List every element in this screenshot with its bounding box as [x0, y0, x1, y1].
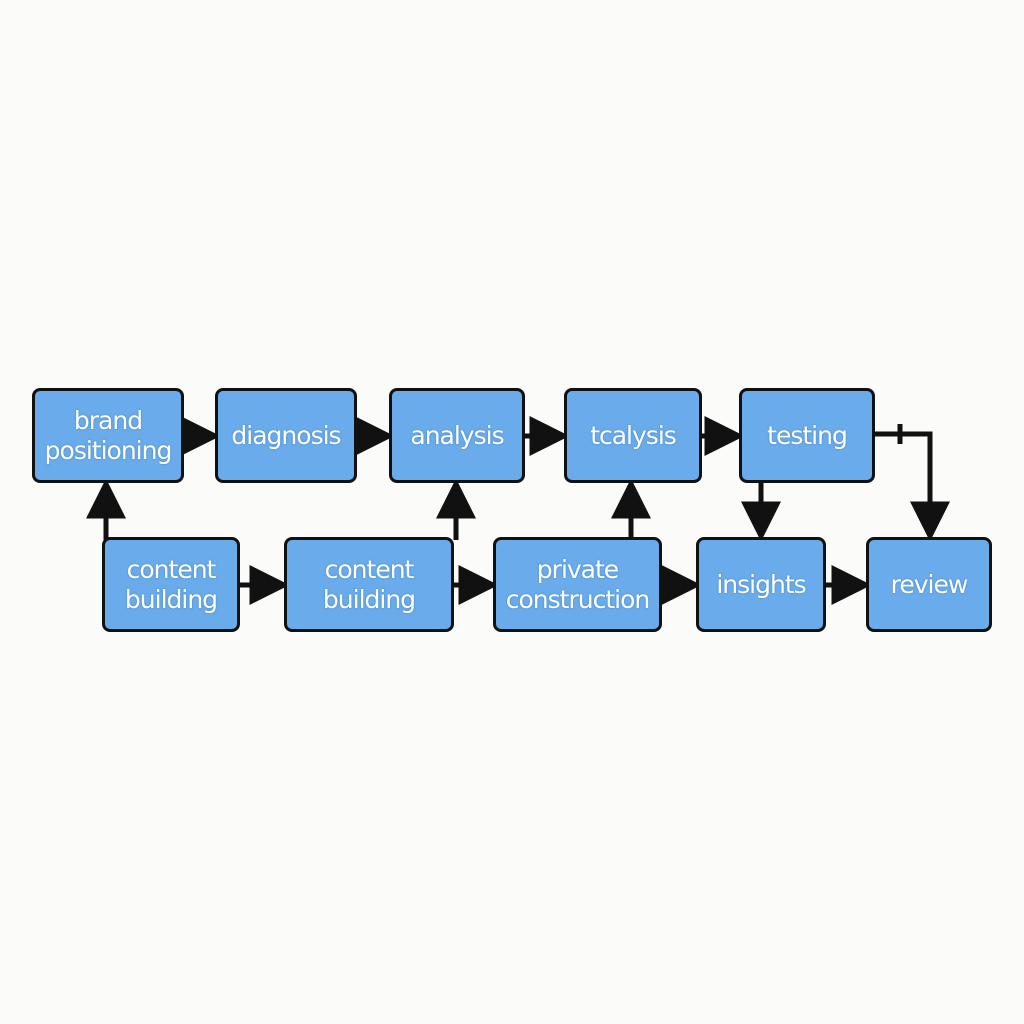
node-label: analysis	[410, 420, 504, 450]
node-label: tcalysis	[590, 420, 677, 450]
node-insights[interactable]: insights	[696, 537, 826, 632]
node-testing[interactable]: testing	[739, 388, 875, 483]
node-diagnosis[interactable]: diagnosis	[215, 388, 357, 483]
node-content-building-2[interactable]: content building	[284, 537, 454, 632]
node-brand-positioning[interactable]: brand positioning	[32, 388, 184, 483]
node-label: private construction	[505, 554, 650, 614]
node-content-building-1[interactable]: content building	[102, 537, 240, 632]
node-label: content building	[124, 554, 218, 614]
edge-testing-to-review	[875, 431, 950, 542]
node-analysis[interactable]: analysis	[389, 388, 525, 483]
node-label: testing	[767, 420, 848, 450]
node-private-construction[interactable]: private construction	[493, 537, 662, 632]
node-tcalysis[interactable]: tcalysis	[564, 388, 702, 483]
node-label: review	[890, 569, 969, 599]
node-label: diagnosis	[231, 420, 341, 450]
node-label: content building	[322, 554, 416, 614]
node-review[interactable]: review	[866, 537, 992, 632]
node-label: insights	[716, 569, 806, 599]
node-label: brand positioning	[44, 405, 173, 465]
